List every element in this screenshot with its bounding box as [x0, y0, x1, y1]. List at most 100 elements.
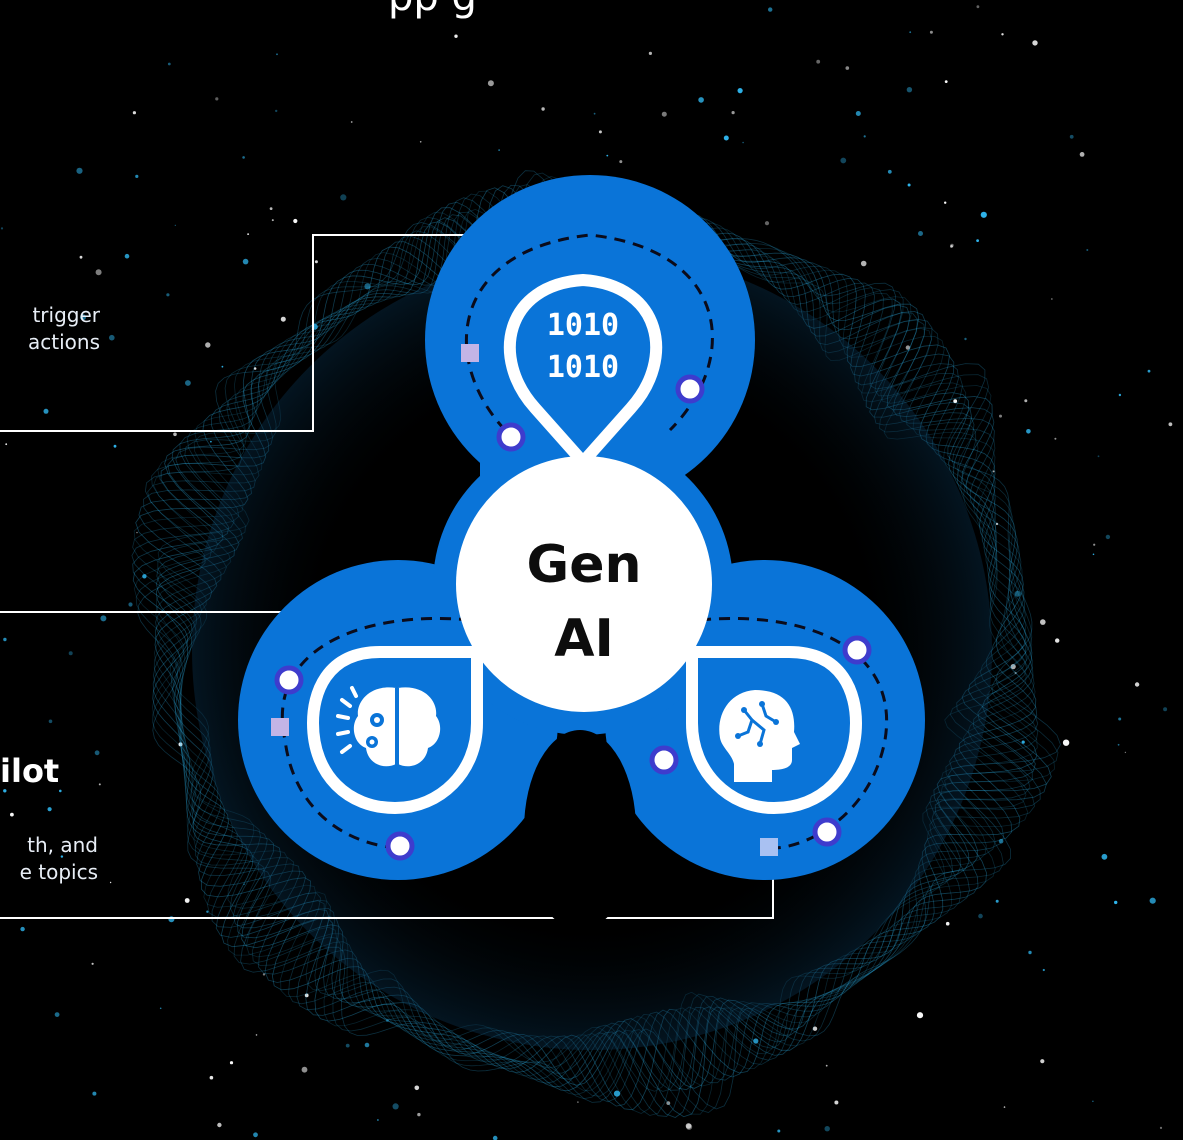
particle-dot: [350, 121, 353, 123]
particle-dot: [132, 111, 136, 115]
particle-dot: [1086, 249, 1089, 251]
particle-dot: [840, 157, 847, 164]
particle-dot: [385, 1019, 389, 1022]
particle-dot: [94, 750, 100, 756]
particle-dot: [209, 1075, 214, 1080]
particle-dot: [723, 135, 729, 141]
particle-dot: [1079, 152, 1085, 157]
svg-text:1010: 1010: [547, 308, 619, 343]
particle-dot: [364, 1042, 370, 1048]
particle-dot: [392, 1103, 399, 1110]
particle-dot: [768, 7, 773, 12]
particle-dot: [229, 1061, 234, 1065]
particle-dot: [47, 807, 52, 812]
particle-dot: [242, 156, 245, 159]
particle-dot: [109, 881, 112, 884]
particle-dot: [909, 31, 912, 34]
petal-right-outline: [686, 646, 862, 814]
particle-dot: [377, 1119, 379, 1121]
particle-dot: [210, 440, 212, 443]
trefoil-notch: [524, 730, 636, 930]
particle-dot: [166, 293, 170, 297]
particle-dot: [492, 1135, 498, 1140]
orbit-right: [699, 617, 889, 850]
particle-dot: [1014, 671, 1017, 675]
particle-dot: [698, 97, 704, 103]
wave-line: [131, 189, 1041, 1117]
connector-line-top: [0, 234, 502, 432]
particle-dot: [1118, 393, 1122, 397]
particle-dot: [92, 1091, 97, 1096]
particle-dot: [215, 97, 219, 101]
wave-ring: [131, 170, 1061, 1118]
particle-dot: [184, 898, 190, 903]
particle-dot: [243, 883, 245, 885]
particle-dot: [20, 926, 25, 932]
particle-dot: [816, 59, 821, 64]
particle-dot: [340, 194, 347, 201]
particle-dot: [109, 334, 115, 341]
particle-dot: [142, 574, 147, 579]
wave-line: [138, 185, 1038, 1107]
particle-dot: [1055, 638, 1060, 643]
wave-line: [135, 172, 1059, 1113]
particle-dot: [280, 316, 286, 322]
particle-dot: [918, 231, 923, 236]
orbit-dot: [842, 635, 872, 665]
particle-dot: [944, 201, 947, 204]
particle-dot: [945, 921, 950, 926]
particle-dot: [777, 1129, 781, 1133]
marker-square-left: [271, 718, 289, 736]
binary-data-icon: 1010 1010: [547, 308, 619, 385]
particle-dot: [174, 224, 176, 226]
particle-dot: [1105, 534, 1111, 540]
particle-dot: [980, 211, 987, 218]
hub-label-line2: AI: [554, 609, 614, 669]
particle-dot: [1051, 298, 1053, 300]
particle-dot: [136, 531, 138, 534]
svg-text:1010: 1010: [547, 350, 619, 385]
particle-dot: [737, 88, 743, 94]
petal-left-outline: [307, 646, 483, 814]
callout-bottom-heading: ilot: [0, 752, 60, 790]
particle-dot: [598, 130, 602, 134]
particle-dot: [178, 742, 183, 747]
gen-ai-hub: [456, 456, 712, 712]
particle-dot: [1124, 751, 1127, 754]
marker-square-top: [461, 344, 479, 362]
particle-dot: [887, 169, 892, 174]
brain-gears-icon: [336, 686, 441, 767]
particle-dot: [685, 1123, 692, 1129]
particle-dot: [275, 109, 278, 113]
particle-dot: [1010, 664, 1016, 670]
particle-dot: [907, 183, 911, 187]
particle-dot: [48, 719, 53, 724]
particle-dot: [1040, 619, 1046, 625]
particle-dot: [812, 1026, 818, 1031]
hub-label-line1: Gen: [527, 535, 642, 595]
callout-bottom-description: th, and e topics: [20, 832, 98, 886]
particle-dot: [764, 221, 770, 226]
particle-dot: [54, 1012, 60, 1017]
particle-dot: [824, 1126, 830, 1132]
particle-dot: [262, 973, 266, 976]
particle-dot: [301, 1066, 308, 1073]
particle-dot: [1069, 134, 1074, 139]
particle-dot: [167, 62, 171, 66]
particle-dot: [845, 66, 850, 70]
particle-dot: [1149, 897, 1156, 904]
particle-dot: [1062, 739, 1070, 746]
particle-dot: [185, 380, 191, 386]
callout-line: actions: [28, 330, 100, 354]
particle-dot: [271, 219, 274, 222]
particle-dot: [855, 111, 861, 116]
particle-dot: [541, 107, 545, 111]
particle-dot: [964, 337, 967, 341]
particle-dot: [3, 637, 7, 642]
particle-dot: [1114, 900, 1118, 905]
particle-dot: [906, 87, 913, 93]
particle-dot: [487, 80, 494, 87]
particle-dot: [293, 218, 298, 224]
particle-dot: [1097, 455, 1100, 458]
particle-dot: [978, 913, 983, 919]
